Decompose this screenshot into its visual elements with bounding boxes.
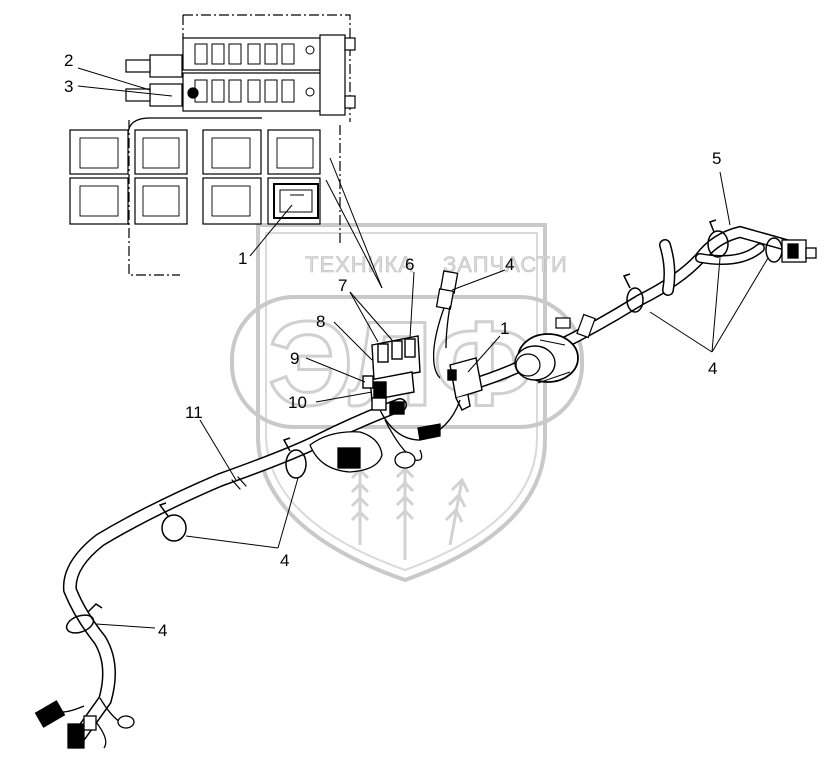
left-end-connectors xyxy=(34,697,135,749)
callout-labels: 2 3 1 6 4 7 1 8 9 10 11 5 4 4 4 xyxy=(64,51,721,640)
callout-6: 6 xyxy=(405,255,414,274)
callout-4-right: 4 xyxy=(708,359,717,378)
watermark-text-left: ТЕХНИКА xyxy=(305,252,414,277)
callout-1-module: 1 xyxy=(500,319,509,338)
callout-3: 3 xyxy=(64,77,73,96)
right-end-connector xyxy=(781,239,817,263)
callout-8: 8 xyxy=(316,312,325,331)
callout-4-left: 4 xyxy=(158,621,167,640)
connector-6 xyxy=(432,270,459,379)
callout-4-top: 4 xyxy=(505,255,514,274)
watermark-text-right: ЗАПЧАСТИ xyxy=(443,252,568,277)
relay-stack xyxy=(362,335,421,415)
callout-2: 2 xyxy=(64,51,73,70)
callout-5: 5 xyxy=(712,149,721,168)
leader-lines xyxy=(77,67,769,629)
callout-7: 7 xyxy=(338,276,347,295)
round-plug-connector xyxy=(514,333,579,384)
mid-right-connector xyxy=(555,313,596,339)
watermark-logo: ТЕХНИКА ЗАПЧАСТИ ЭЛФ xyxy=(230,223,584,583)
part-1-module xyxy=(447,357,483,411)
callout-9: 9 xyxy=(290,349,299,368)
callout-4-bottom: 4 xyxy=(280,551,289,570)
cable-clamps xyxy=(65,219,783,634)
fuse-relay-box xyxy=(69,14,356,276)
callout-11: 11 xyxy=(185,403,203,422)
callout-10: 10 xyxy=(288,393,307,412)
callout-1-relay: 1 xyxy=(238,249,247,268)
lower-bundle xyxy=(309,399,461,473)
